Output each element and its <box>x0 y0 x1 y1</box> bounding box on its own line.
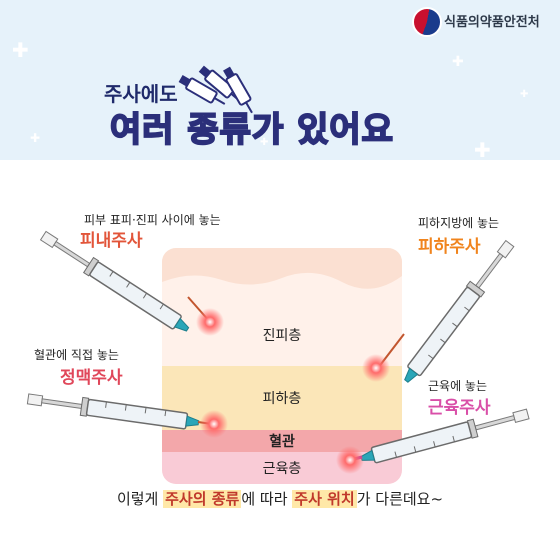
layer-dermis: 진피층 <box>162 304 402 366</box>
caption-highlight-injection-type: 주사의 종류 <box>163 490 242 508</box>
sparkle-icon: ✚ <box>260 137 269 148</box>
skin-surface-wave <box>162 248 402 304</box>
layer-label-muscle: 근육층 <box>262 461 302 477</box>
page-title: 여러 종류가 있어요 <box>109 109 394 151</box>
title-syringes-illustration <box>178 65 253 114</box>
agency-name: 식품의약품안전처 <box>444 15 540 30</box>
intramuscular-description: 근육에 놓는 <box>428 379 488 393</box>
sparkle-icon: ✚ <box>12 38 29 62</box>
header-banner: ✚ ✚ ✚ ✚ ✚ ✚ 식품의약품안전처 주사에도 여러 종류가 있어요 <box>0 0 560 160</box>
caption-part-1: 이렇게 <box>116 490 164 508</box>
layer-label-fat: 피하층 <box>262 391 302 407</box>
caption-highlight-injection-site: 주사 위치 <box>292 490 357 508</box>
layer-label-dermis: 진피층 <box>262 328 302 344</box>
layer-label-vessel: 혈관 <box>269 434 295 450</box>
intramuscular-name: 근육주사 <box>428 398 491 418</box>
sparkle-icon: ✚ <box>30 131 41 145</box>
syringe-subcutaneous <box>362 237 518 388</box>
subcutaneous-description: 피하지방에 놓는 <box>418 216 500 230</box>
title-subtitle: 주사에도 <box>104 82 178 106</box>
subcutaneous-name: 피하주사 <box>418 237 481 257</box>
sparkle-icon: ✚ <box>520 89 529 100</box>
syringe-intramuscular <box>336 404 531 474</box>
intradermal-description: 피부 표피·진피 사이에 놓는 <box>84 213 221 227</box>
intravenous-description: 혈관에 직접 놓는 <box>34 348 119 362</box>
intravenous-name: 정맥주사 <box>60 368 123 388</box>
intradermal-name: 피내주사 <box>80 231 143 251</box>
syringe-intradermal <box>37 227 224 338</box>
caption-part-2: 에 따라 <box>241 490 293 508</box>
skin-cross-section: 진피층 피하층 혈관 근육층 <box>162 248 402 484</box>
sparkle-icon: ✚ <box>474 138 491 162</box>
sparkle-icon: ✚ <box>452 54 464 70</box>
caption-part-3: 가 다른데요~ <box>356 490 444 508</box>
layer-blood-vessel: 혈관 <box>162 430 402 452</box>
syringe-intravenous <box>26 389 228 438</box>
agency-logo-icon <box>412 7 442 37</box>
